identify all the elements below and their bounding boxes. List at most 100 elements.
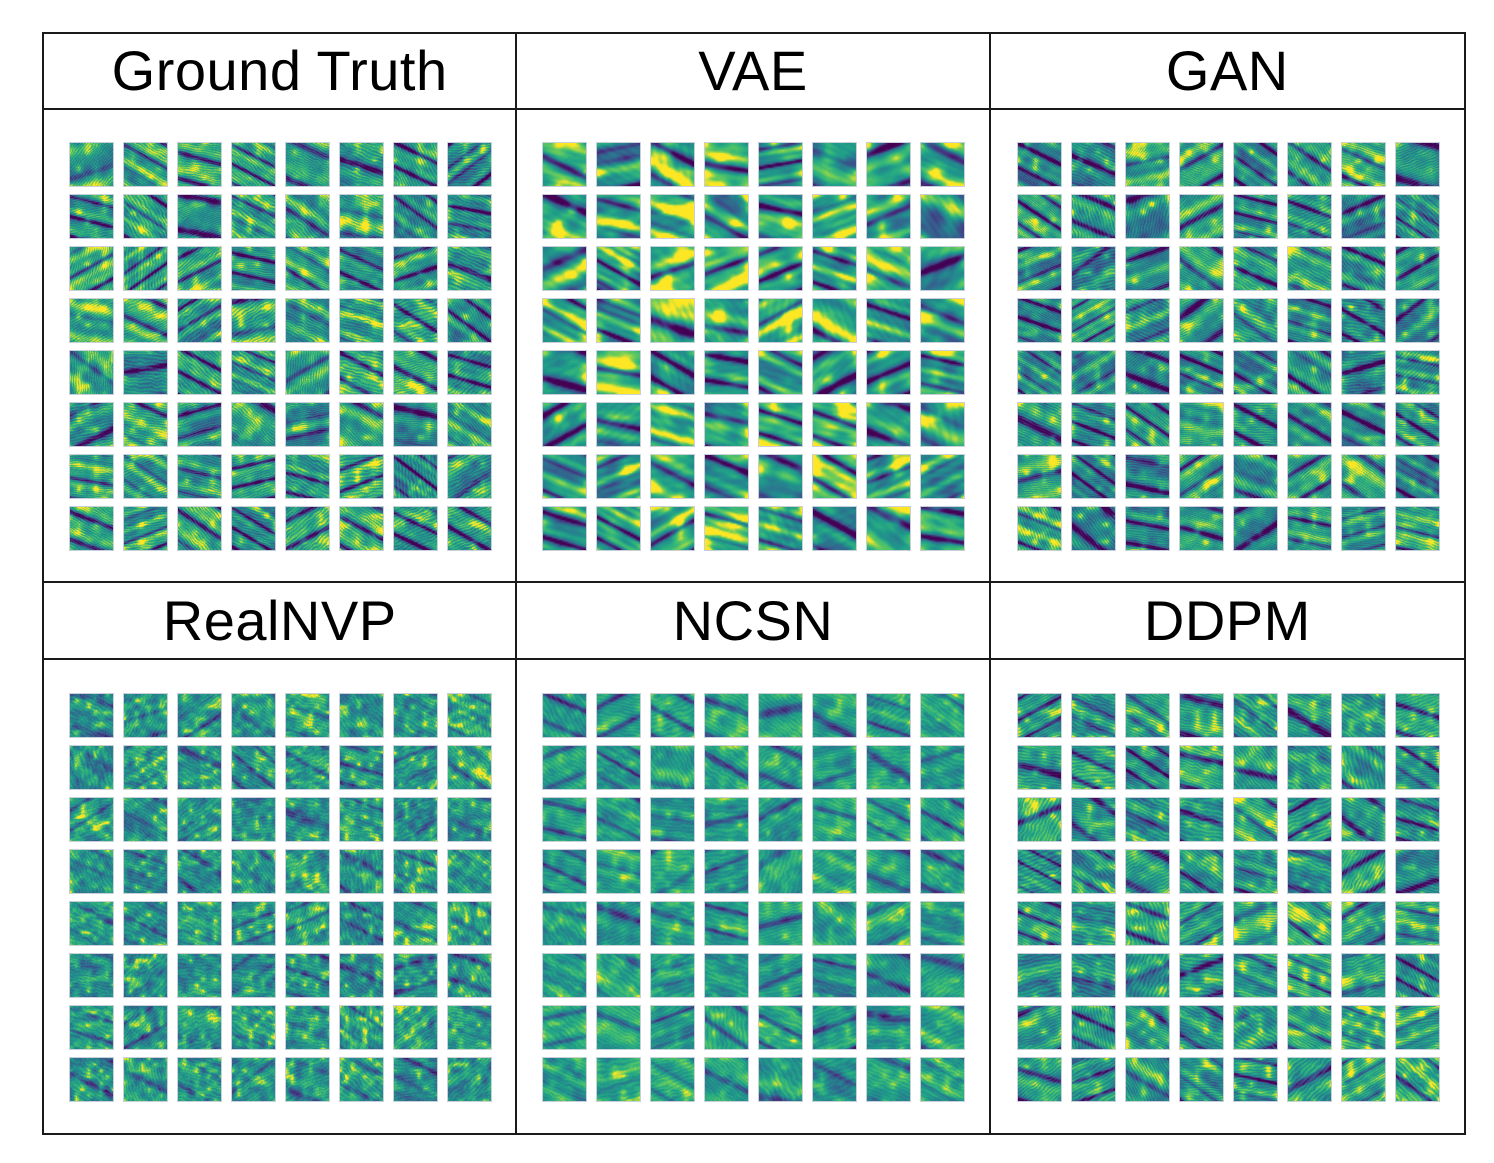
sample-tile [650, 745, 696, 790]
sample-tile [339, 246, 385, 291]
sample-tile [447, 142, 493, 187]
sample-tile [1070, 693, 1116, 738]
sample-tile [231, 454, 277, 499]
sample-tile [596, 298, 642, 343]
sample-tile [704, 797, 750, 842]
sample-tile [177, 901, 223, 946]
panel-title-gan: GAN [990, 34, 1464, 110]
sample-tile [177, 1005, 223, 1050]
sample-tile [704, 350, 750, 395]
sample-tile [69, 849, 115, 894]
sample-tile [596, 953, 642, 998]
sample-tile [1070, 1005, 1116, 1050]
sample-tile [231, 246, 277, 291]
sample-tile [542, 849, 588, 894]
sample-tile [393, 745, 439, 790]
sample-tile [69, 298, 115, 343]
sample-tile [123, 1057, 169, 1102]
panel-samples-ground-truth [44, 110, 518, 583]
sample-tile [1286, 454, 1332, 499]
sample-tile [1124, 454, 1170, 499]
sample-tile [812, 1005, 858, 1050]
sample-tile [650, 953, 696, 998]
sample-tile [1016, 402, 1062, 447]
sample-tile [177, 246, 223, 291]
sample-tile [650, 298, 696, 343]
sample-tile [1178, 745, 1224, 790]
sample-tile [69, 1057, 115, 1102]
sample-tile [542, 693, 588, 738]
sample-tile [339, 901, 385, 946]
sample-tile [285, 142, 331, 187]
sample-tile [285, 693, 331, 738]
sample-tile [812, 1057, 858, 1102]
sample-tile [1124, 246, 1170, 291]
sample-tile [542, 1057, 588, 1102]
sample-tile [447, 797, 493, 842]
sample-tile [812, 142, 858, 187]
sample-tile [812, 454, 858, 499]
sample-tile [1394, 745, 1440, 790]
sample-tile [1016, 745, 1062, 790]
sample-tile [1232, 194, 1278, 239]
panel-title-ncsn: NCSN [517, 583, 991, 660]
sample-grid-ncsn [542, 693, 966, 1102]
sample-tile [650, 1005, 696, 1050]
sample-tile [1178, 1057, 1224, 1102]
sample-tile [1232, 693, 1278, 738]
sample-tile [1286, 693, 1332, 738]
sample-tile [1286, 350, 1332, 395]
sample-tile [123, 298, 169, 343]
sample-tile [177, 693, 223, 738]
sample-tile [447, 745, 493, 790]
sample-tile [123, 246, 169, 291]
sample-tile [1394, 350, 1440, 395]
sample-tile [1340, 506, 1386, 551]
sample-tile [542, 350, 588, 395]
sample-tile [920, 1057, 966, 1102]
sample-tile [1016, 454, 1062, 499]
sample-tile [123, 797, 169, 842]
sample-tile [920, 350, 966, 395]
sample-tile [1124, 298, 1170, 343]
sample-tile [866, 849, 912, 894]
sample-tile [650, 402, 696, 447]
sample-grid-ground-truth [69, 142, 493, 551]
sample-tile [704, 693, 750, 738]
sample-tile [704, 1005, 750, 1050]
sample-tile [758, 402, 804, 447]
sample-tile [866, 745, 912, 790]
sample-tile [1286, 1057, 1332, 1102]
sample-tile [1178, 142, 1224, 187]
sample-tile [285, 454, 331, 499]
sample-tile [920, 849, 966, 894]
sample-tile [1124, 506, 1170, 551]
sample-tile [920, 454, 966, 499]
sample-tile [123, 953, 169, 998]
sample-tile [1232, 298, 1278, 343]
sample-tile [1340, 142, 1386, 187]
sample-tile [758, 797, 804, 842]
sample-grid-gan [1016, 142, 1440, 551]
sample-tile [339, 745, 385, 790]
panel-title-ddpm: DDPM [990, 583, 1464, 660]
sample-tile [1070, 402, 1116, 447]
sample-tile [1286, 402, 1332, 447]
sample-tile [650, 797, 696, 842]
sample-tile [339, 350, 385, 395]
sample-tile [812, 246, 858, 291]
sample-tile [447, 1057, 493, 1102]
sample-grid-vae [542, 142, 966, 551]
sample-tile [285, 298, 331, 343]
sample-tile [231, 142, 277, 187]
sample-tile [920, 402, 966, 447]
panel-title-label: RealNVP [162, 588, 397, 652]
sample-tile [1394, 506, 1440, 551]
sample-tile [231, 1005, 277, 1050]
sample-tile [393, 194, 439, 239]
sample-tile [177, 194, 223, 239]
sample-tile [285, 849, 331, 894]
sample-tile [1340, 350, 1386, 395]
sample-tile [920, 797, 966, 842]
sample-tile [596, 1005, 642, 1050]
